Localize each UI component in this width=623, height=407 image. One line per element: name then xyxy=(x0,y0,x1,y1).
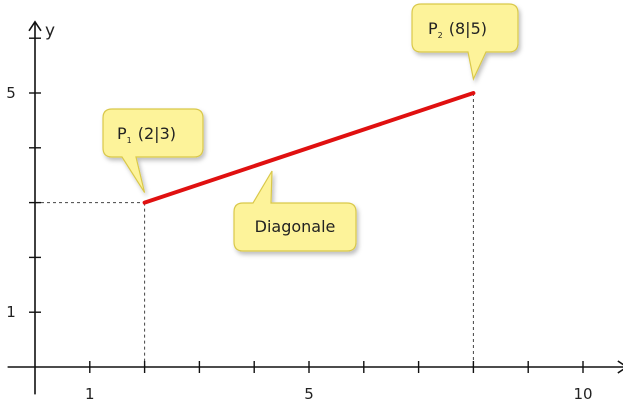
y-axis-arrowhead xyxy=(28,20,42,32)
callout-diagonal-label: Diagonale xyxy=(255,217,336,236)
callout-p2-label: P2 (8|5) xyxy=(428,19,487,40)
callout-p1-label: P1 (2|3) xyxy=(117,124,176,145)
callout-p1 xyxy=(102,108,204,193)
y-tick-label: 1 xyxy=(6,303,16,321)
x-axis-arrowhead xyxy=(617,360,623,374)
callout-p2 xyxy=(411,3,519,81)
y-axis-label: y xyxy=(45,21,55,41)
p1-name: P xyxy=(117,124,127,143)
x-tick-label: 10 xyxy=(573,385,592,403)
y-axis-tick-labels: 15 xyxy=(6,84,16,321)
callout-p2-bubble xyxy=(411,3,519,81)
p1-subscript: 1 xyxy=(127,136,132,145)
x-tick-label: 1 xyxy=(85,385,95,403)
x-tick-label: 5 xyxy=(304,385,314,403)
callout-diagonal-bubble xyxy=(233,170,357,252)
p2-subscript: 2 xyxy=(438,31,443,40)
callout-p1-bubble xyxy=(102,108,204,193)
y-axis-ticks xyxy=(29,37,41,313)
diagonal-segment xyxy=(142,91,476,205)
x-axis-ticks xyxy=(89,361,584,373)
p2-name: P xyxy=(428,19,438,38)
y-tick-label: 5 xyxy=(6,84,16,102)
p2-coords: (8|5) xyxy=(449,19,487,38)
p1-coords: (2|3) xyxy=(138,124,176,143)
callout-diagonal xyxy=(233,170,357,252)
